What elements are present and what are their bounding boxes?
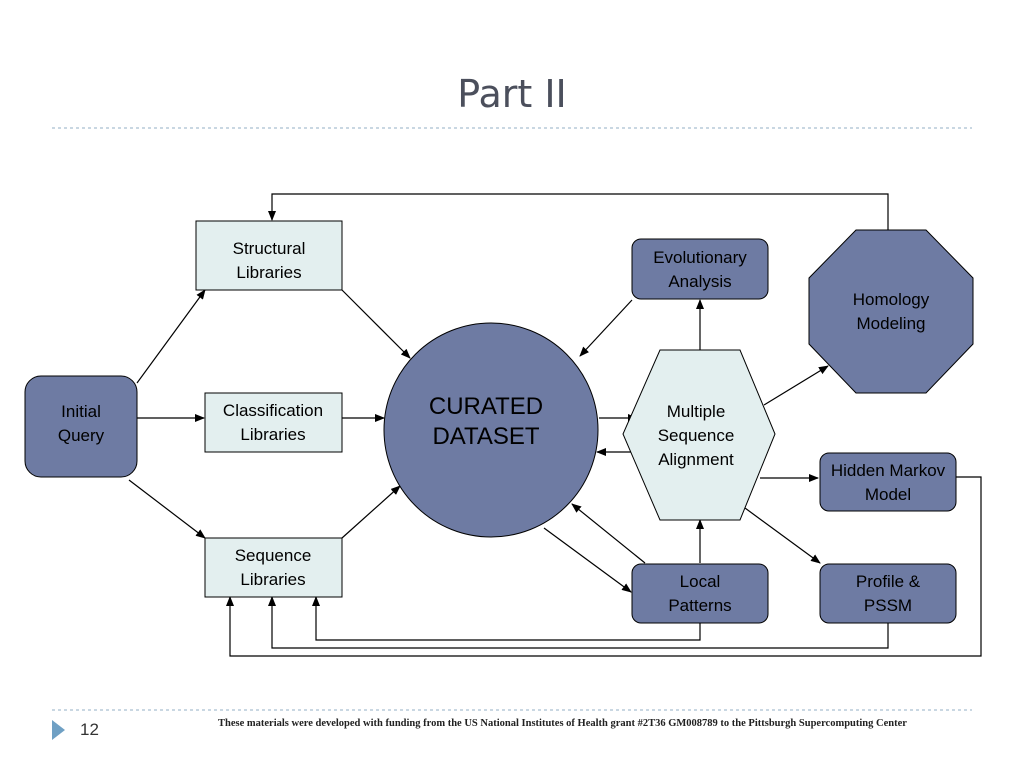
node-profile-pssm: Profile & PSSM <box>819 563 957 624</box>
node-classification-libraries: Classification Libraries <box>204 392 343 453</box>
node-sequence-libraries: Sequence Libraries <box>204 537 343 598</box>
node-sequence-libraries-line2: Libraries <box>240 570 305 589</box>
node-structural-libraries-line1: Structural <box>233 239 306 258</box>
node-evolutionary-analysis-line2: Analysis <box>668 272 731 291</box>
edge-msa-to-pssm <box>744 507 821 564</box>
node-curated-dataset-line1: CURATED <box>429 393 543 420</box>
edge-query-to-sequence <box>128 479 206 539</box>
node-hmm-line1: Hidden Markov <box>831 461 946 480</box>
node-evolutionary-analysis: Evolutionary Analysis <box>631 238 769 300</box>
node-homology-modeling-line1: Homology <box>853 290 930 309</box>
node-msa-line3: Alignment <box>658 450 734 469</box>
slide-title: Part II <box>457 72 567 116</box>
node-msa-line2: Sequence <box>658 426 735 445</box>
edge-structural-to-dataset <box>341 289 411 359</box>
edge-evolutionary-to-dataset <box>579 299 633 357</box>
node-initial-query-line2: Query <box>58 426 105 445</box>
edge-hmm-to-sequence <box>226 476 982 657</box>
node-classification-libraries-line1: Classification <box>223 401 323 420</box>
node-local-patterns: Local Patterns <box>631 563 769 624</box>
edge-sequence-to-dataset <box>341 485 401 539</box>
slide-number: 12 <box>80 720 99 739</box>
node-curated-dataset-line2: DATASET <box>432 423 539 450</box>
node-local-patterns-line2: Patterns <box>668 596 731 615</box>
node-hidden-markov-model: Hidden Markov Model <box>819 452 957 512</box>
node-structural-libraries-line2: Libraries <box>236 263 301 282</box>
node-homology-modeling: Homology Modeling <box>808 229 974 394</box>
node-msa-line1: Multiple <box>667 402 726 421</box>
funding-footer-note: These materials were developed with fund… <box>218 718 907 729</box>
edge-pssm-to-sequence <box>268 596 889 649</box>
node-profile-pssm-line1: Profile & <box>856 572 921 591</box>
edge-query-to-structural <box>136 289 206 384</box>
node-profile-pssm-line2: PSSM <box>864 596 912 615</box>
edge-dataset-to-patterns <box>543 527 632 593</box>
edge-patterns-to-sequence <box>312 596 701 641</box>
node-structural-libraries: Structural Libraries <box>195 220 343 291</box>
node-hmm-line2: Model <box>865 485 911 504</box>
node-curated-dataset: CURATED DATASET <box>383 322 599 538</box>
edge-msa-to-homology <box>763 365 829 406</box>
node-initial-query: Initial Query <box>24 375 138 478</box>
node-local-patterns-line1: Local <box>680 572 721 591</box>
node-homology-modeling-line2: Modeling <box>857 314 926 333</box>
node-initial-query-line1: Initial <box>61 402 101 421</box>
node-multiple-sequence-alignment: Multiple Sequence Alignment <box>622 349 776 521</box>
node-evolutionary-analysis-line1: Evolutionary <box>653 248 747 267</box>
node-classification-libraries-line2: Libraries <box>240 425 305 444</box>
edge-homology-to-structural <box>268 193 889 230</box>
next-slide-arrow-icon[interactable] <box>52 720 65 740</box>
node-sequence-libraries-line1: Sequence <box>235 546 312 565</box>
edge-patterns-to-dataset <box>571 503 646 564</box>
